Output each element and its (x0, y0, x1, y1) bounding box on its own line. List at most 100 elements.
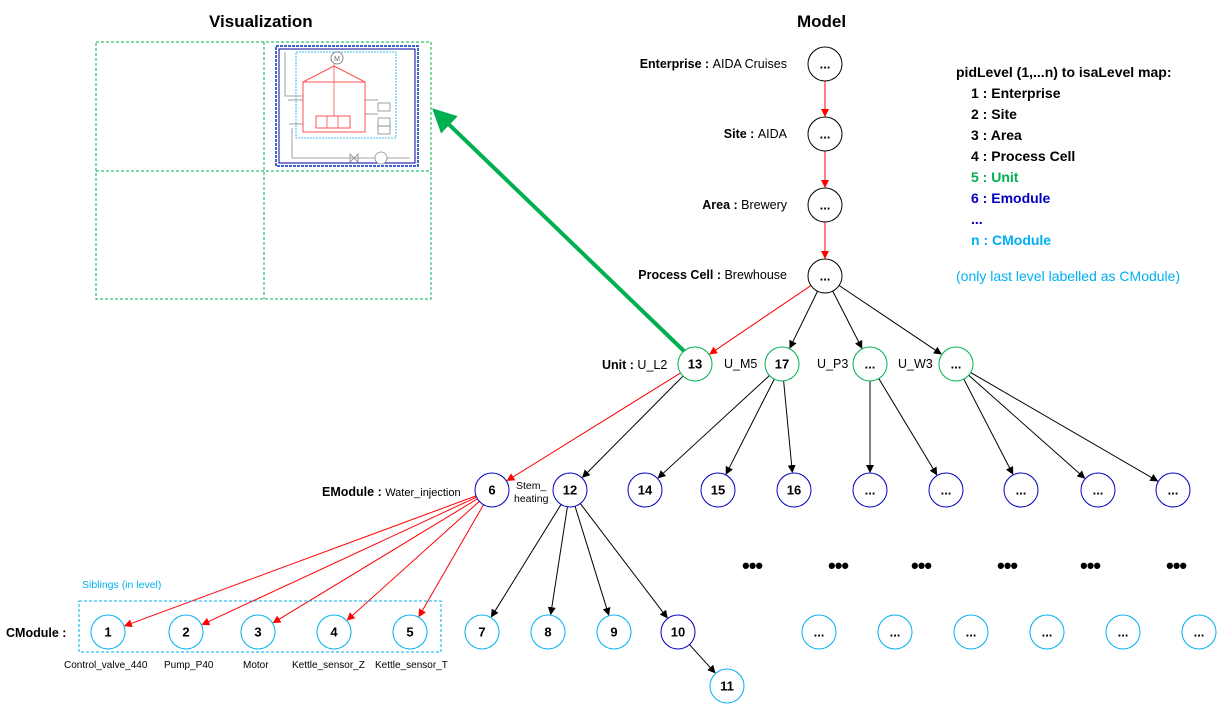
node-label: ... (820, 57, 831, 72)
node-area[interactable]: ... (807, 187, 843, 223)
node-ea[interactable]: ... (852, 472, 888, 508)
node-circle (877, 614, 913, 650)
node-circle (1105, 614, 1141, 650)
node-label: 15 (711, 483, 725, 498)
node-label: ... (1016, 483, 1027, 498)
node-label: 1 (104, 625, 111, 640)
unit-name-p3: U_P3 (817, 357, 849, 371)
node-label: 12 (563, 483, 577, 498)
node-c4[interactable]: 4 (316, 614, 352, 650)
cmodule-name-2: Pump_P40 (164, 660, 214, 671)
node-circle (807, 258, 843, 294)
node-label: 4 (330, 625, 338, 640)
node-label: ... (820, 269, 831, 284)
edge-uw3-ec (963, 378, 1014, 475)
unit-name-w3: U_W3 (898, 357, 933, 371)
node-u13[interactable]: 13 (677, 346, 713, 382)
node-u17[interactable]: 17 (764, 346, 800, 382)
cmodule-name-5: Kettle_sensor_T (375, 660, 448, 671)
node-c3[interactable]: 3 (240, 614, 276, 650)
node-ee[interactable]: ... (1155, 472, 1191, 508)
unit-name-m5: U_M5 (724, 357, 758, 371)
node-up3[interactable]: ... (852, 346, 888, 382)
node-cd[interactable]: ... (1029, 614, 1065, 650)
cmodule-name-3: Motor (243, 660, 269, 671)
node-circle (392, 614, 428, 650)
pid-thumbnail[interactable]: M (275, 45, 419, 167)
node-e6[interactable]: 6 (474, 472, 510, 508)
node-label: 5 (406, 625, 413, 640)
edge-e12-c8 (547, 506, 568, 616)
legend-row-4: 4 : Process Cell (971, 148, 1076, 164)
edge-e6-c2 (201, 496, 477, 626)
node-e16[interactable]: 16 (776, 472, 812, 508)
node-c5[interactable]: 5 (392, 614, 428, 650)
node-circle (1181, 614, 1217, 650)
node-circle (807, 46, 843, 82)
node-c2[interactable]: 2 (168, 614, 204, 650)
node-c7[interactable]: 7 (464, 614, 500, 650)
edge-up3-eb (878, 378, 938, 476)
node-label: ... (865, 357, 876, 372)
node-ec[interactable]: ... (1003, 472, 1039, 508)
node-label: ... (865, 483, 876, 498)
cmodule-label: CModule : (6, 626, 67, 640)
edge-e6-c4 (346, 500, 480, 621)
node-circle (700, 472, 736, 508)
node-circle (168, 614, 204, 650)
node-ent[interactable]: ... (807, 46, 843, 82)
node-label: 11 (720, 679, 734, 694)
edge-pc-uw3 (838, 285, 942, 355)
node-label: 8 (544, 625, 551, 640)
edge-pc-up3 (832, 290, 863, 349)
node-cf[interactable]: ... (1181, 614, 1217, 650)
node-c10[interactable]: 10 (660, 614, 696, 650)
ellipsis-4: ••• (997, 553, 1018, 578)
node-circle (776, 472, 812, 508)
diagram-edges (123, 81, 1159, 674)
node-eb[interactable]: ... (928, 472, 964, 508)
node-circle (928, 472, 964, 508)
node-circle (801, 614, 837, 650)
node-label: ... (951, 357, 962, 372)
area-label: Area : Brewery (702, 198, 787, 212)
node-c9[interactable]: 9 (596, 614, 632, 650)
node-uw3[interactable]: ... (938, 346, 974, 382)
node-e15[interactable]: 15 (700, 472, 736, 508)
node-cc[interactable]: ... (953, 614, 989, 650)
node-circle (953, 614, 989, 650)
node-ca[interactable]: ... (801, 614, 837, 650)
edge-u13-e6 (506, 372, 681, 482)
edge-e12-c9 (574, 506, 611, 616)
node-c1[interactable]: 1 (90, 614, 126, 650)
node-e12[interactable]: 12 (552, 472, 588, 508)
node-c8[interactable]: 8 (530, 614, 566, 650)
node-label: ... (1194, 625, 1205, 640)
legend-note: (only last level labelled as CModule) (956, 268, 1181, 284)
emodule-label: EModule : Water_injection (322, 485, 461, 499)
node-label: ... (820, 198, 831, 213)
unit-label: Unit : U_L2 (602, 358, 668, 372)
node-cb[interactable]: ... (877, 614, 913, 650)
node-label: 16 (787, 483, 801, 498)
node-label: 13 (688, 357, 702, 372)
level-map-legend: pidLevel (1,...n) to isaLevel map: 1 : E… (956, 62, 1172, 251)
legend-row-1: 1 : Enterprise (971, 85, 1061, 101)
edge-c10-c11 (689, 644, 716, 674)
node-pc[interactable]: ... (807, 258, 843, 294)
node-label: ... (890, 625, 901, 640)
node-e14[interactable]: 14 (627, 472, 663, 508)
node-site[interactable]: ... (807, 116, 843, 152)
node-circle (464, 614, 500, 650)
node-circle (807, 116, 843, 152)
node-c11[interactable]: 11 (709, 668, 745, 704)
site-label: Site : AIDA (723, 127, 787, 141)
node-ce[interactable]: ... (1105, 614, 1141, 650)
legend-row-6: 6 : Emodule (971, 190, 1051, 206)
siblings-label: Siblings (in level) (82, 579, 162, 591)
emodule-name-stem-1: Stem_ (516, 480, 547, 492)
node-circle (1155, 472, 1191, 508)
node-ed[interactable]: ... (1080, 472, 1116, 508)
siblings-box (78, 600, 442, 653)
node-label: 10 (671, 625, 685, 640)
